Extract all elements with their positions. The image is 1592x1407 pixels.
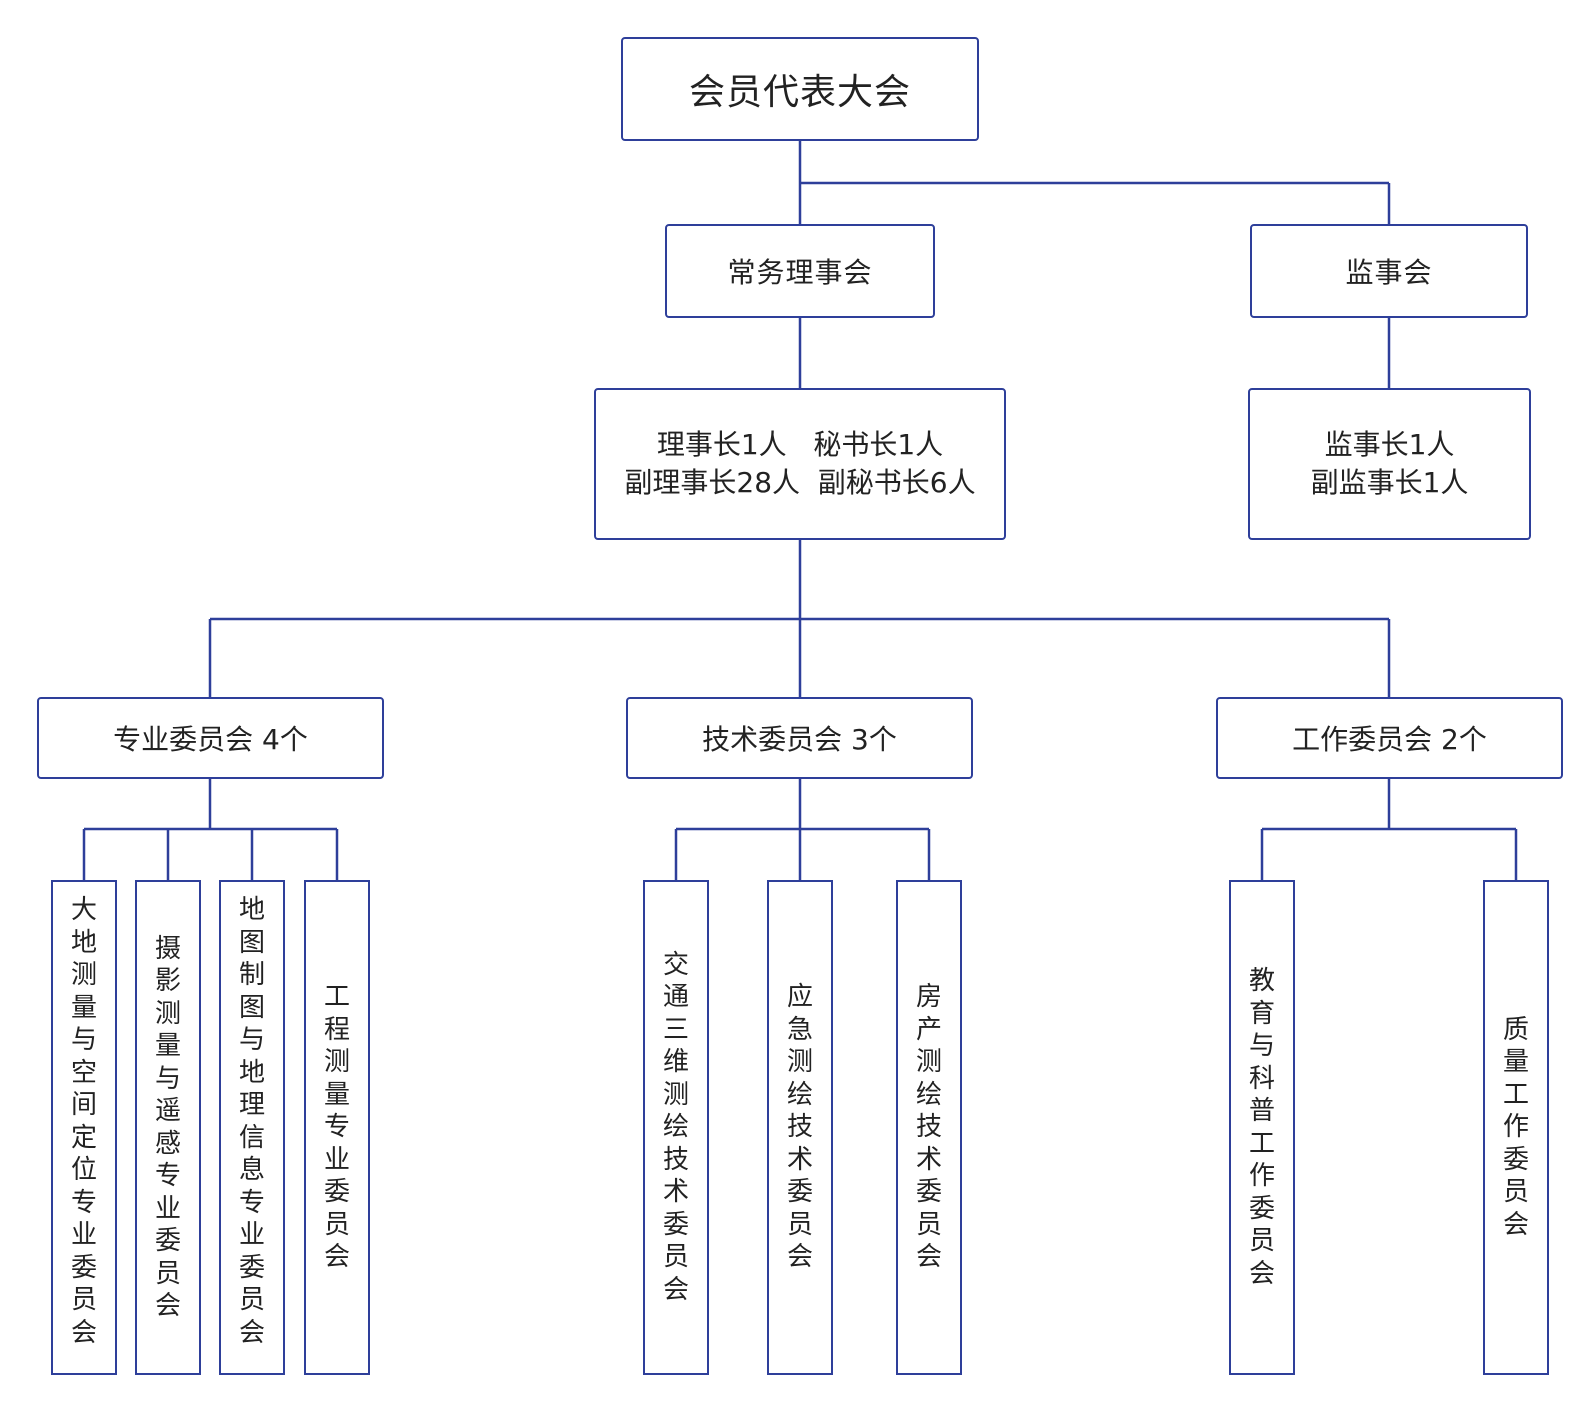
- committee-photogrammetry-label: 摄影测量与遥感专业委员会: [154, 933, 181, 1322]
- committee-emergency: 应急测绘技术委员会: [767, 880, 833, 1375]
- committee-cartography: 地图制图与地理信息专业委员会: [219, 880, 285, 1375]
- committee-geodesy: 大地测量与空间定位专业委员会: [51, 880, 117, 1375]
- committee-photogrammetry: 摄影测量与遥感专业委员会: [135, 880, 201, 1375]
- node-supervisory-board: 监事会: [1250, 224, 1528, 318]
- node-supervisory-board-label: 监事会: [1345, 256, 1433, 289]
- node-professional-committees-label: 专业委员会 4个: [113, 723, 308, 756]
- committee-engineering-survey-label: 工程测量专业委员会: [323, 982, 350, 1273]
- node-general-assembly-label: 会员代表大会: [688, 72, 911, 113]
- committee-quality-label: 质量工作委员会: [1502, 1014, 1529, 1240]
- node-council-officers-line2: 副理事长28人 副秘书长6人: [624, 466, 976, 499]
- node-standing-council: 常务理事会: [665, 224, 935, 318]
- committee-engineering-survey: 工程测量专业委员会: [304, 880, 370, 1375]
- node-supervisory-officers: 监事长1人 副监事长1人: [1248, 388, 1531, 540]
- committee-emergency-label: 应急测绘技术委员会: [786, 982, 813, 1273]
- node-standing-council-label: 常务理事会: [727, 256, 873, 289]
- committee-real-estate: 房产测绘技术委员会: [896, 880, 962, 1375]
- node-working-committees-label: 工作委员会 2个: [1292, 723, 1487, 756]
- node-supervisory-officers-line1: 监事长1人: [1324, 428, 1455, 461]
- node-working-committees: 工作委员会 2个: [1216, 697, 1563, 779]
- node-technical-committees-label: 技术委员会 3个: [702, 723, 897, 756]
- node-professional-committees: 专业委员会 4个: [37, 697, 384, 779]
- committee-traffic-3d-label: 交通三维测绘技术委员会: [662, 949, 689, 1305]
- committee-education-label: 教育与科普工作委员会: [1248, 966, 1275, 1289]
- committee-quality: 质量工作委员会: [1483, 880, 1549, 1375]
- committee-traffic-3d: 交通三维测绘技术委员会: [643, 880, 709, 1375]
- node-supervisory-officers-line2: 副监事长1人: [1310, 466, 1469, 499]
- node-general-assembly: 会员代表大会: [621, 37, 979, 141]
- committee-education: 教育与科普工作委员会: [1229, 880, 1295, 1375]
- committee-geodesy-label: 大地测量与空间定位专业委员会: [70, 895, 97, 1348]
- node-technical-committees: 技术委员会 3个: [626, 697, 973, 779]
- committee-real-estate-label: 房产测绘技术委员会: [915, 982, 942, 1273]
- node-council-officers-line1: 理事长1人 秘书长1人: [656, 428, 944, 461]
- committee-cartography-label: 地图制图与地理信息专业委员会: [238, 895, 265, 1348]
- node-council-officers: 理事长1人 秘书长1人 副理事长28人 副秘书长6人: [594, 388, 1006, 540]
